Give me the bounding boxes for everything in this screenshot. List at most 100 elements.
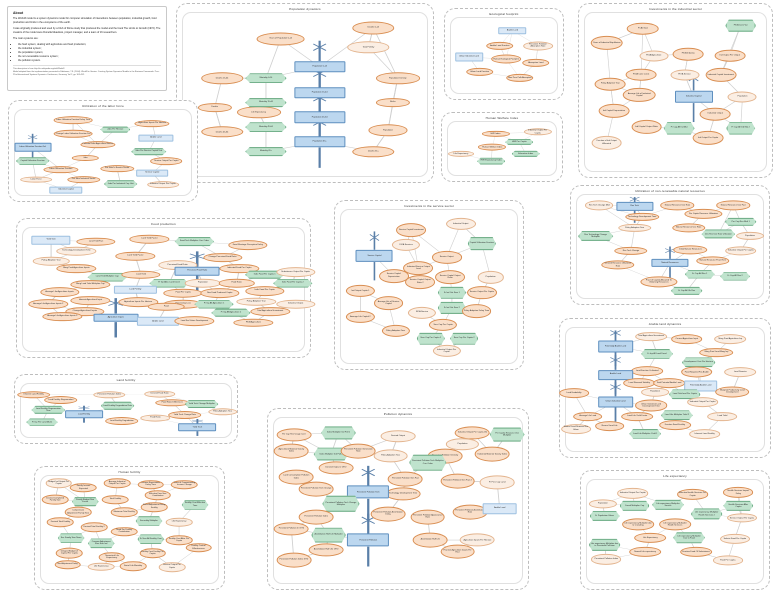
auxiliary-node[interactable]: Desired Output 2 1972 xyxy=(318,460,354,475)
auxiliary-node[interactable]: Technology Development Time xyxy=(56,247,97,256)
table-function-node[interactable]: Serv Cap Per Capita 2 xyxy=(450,332,479,345)
table-function-node[interactable]: Des Res Use Rate Utilization xyxy=(701,229,736,239)
auxiliary-node[interactable]: Total Fertility xyxy=(102,494,129,505)
auxiliary-node[interactable]: Industrial Output xyxy=(275,299,316,309)
table-function-node[interactable]: Life expectancy Multiplier due to Persis… xyxy=(588,538,621,552)
auxiliary-node[interactable]: Policy Adoption Year xyxy=(594,77,626,91)
table-function-node[interactable]: Land Fertility Degradation Rate xyxy=(100,401,135,410)
auxiliary-node[interactable]: Persistent Pollution Index xyxy=(93,390,125,399)
auxiliary-node[interactable]: Deaths xyxy=(197,102,232,113)
auxiliary-node[interactable]: Land Life Yield Factor xyxy=(621,411,654,422)
table-function-node[interactable]: Per Cap Res Mult 1 xyxy=(724,217,757,226)
auxiliary-node[interactable]: HWI Index xyxy=(481,130,510,137)
stock-node[interactable]: Labor Utilization Fraction Del xyxy=(14,143,52,152)
auxiliary-node[interactable]: Need For Fertility Contribution xyxy=(110,526,138,537)
auxiliary-node[interactable]: Land Consumption Pollution Index xyxy=(278,469,314,485)
table-function-node[interactable]: Fr Inp All Agriculture 1 xyxy=(194,299,234,309)
auxiliary-node[interactable]: Service Capital Output Ratio xyxy=(435,270,466,285)
auxiliary-node[interactable]: Service Output Per Capita xyxy=(150,157,183,165)
auxiliary-node[interactable]: Ind Output Capita 1 xyxy=(346,284,375,298)
auxiliary-node[interactable]: FIOA Cons Const xyxy=(625,68,657,81)
auxiliary-node[interactable]: Persistent Pollution Appearance Rate xyxy=(410,509,446,525)
auxiliary-node[interactable]: Delayed Budget of Capital Per Capita xyxy=(56,547,83,559)
auxiliary-node[interactable]: FIOA Service xyxy=(670,69,700,81)
auxiliary-node[interactable]: Jobs xyxy=(72,155,99,162)
panel-arable[interactable]: Arable land dynamics Total Agricultural … xyxy=(559,318,771,458)
table-function-node[interactable]: Fr Cap All Ind Mat 2 xyxy=(726,122,756,135)
auxiliary-node[interactable]: Assimilation Half Life 1970 xyxy=(308,543,344,557)
stock-node[interactable]: Population 0-14 xyxy=(294,61,346,73)
auxiliary-node[interactable]: Labor Utilization Fraction Delay Time xyxy=(53,116,93,125)
auxiliary-node[interactable]: Land Yield xyxy=(121,270,161,280)
auxiliary-node[interactable]: Human Welfare Index xyxy=(478,144,507,151)
auxiliary-node[interactable]: Food Ratio Differences xyxy=(155,398,189,407)
stock-node[interactable]: Land Fertility xyxy=(65,410,103,418)
auxiliary-node[interactable]: Persistent Pollution Index xyxy=(298,509,334,525)
auxiliary-node[interactable]: Population xyxy=(368,124,408,137)
auxiliary-node[interactable]: Life Expectancy xyxy=(448,150,474,157)
table-function-node[interactable]: Mortality 15-44 xyxy=(245,97,287,108)
auxiliary-node[interactable]: Fertility Cont Alloc Per Capita xyxy=(165,535,193,545)
auxiliary-node[interactable]: Natural Resource Use Rate xyxy=(660,200,695,210)
auxiliary-node[interactable]: Average Life Agriculture Inputs xyxy=(39,287,80,297)
table-function-node[interactable]: FIOA Cons Var xyxy=(725,19,757,32)
auxiliary-node[interactable]: Fertility Control Effectiveness xyxy=(185,542,212,553)
auxiliary-node[interactable]: Industrial Output Per Capita Val xyxy=(455,426,490,440)
auxiliary-node[interactable]: Years of Population 0-14 xyxy=(256,32,305,46)
auxiliary-node[interactable]: Serv Cap Per Capita xyxy=(429,318,458,331)
auxiliary-node[interactable]: Industrial Output Per Capita xyxy=(686,396,719,407)
auxiliary-node[interactable]: Deaths 15-44 xyxy=(201,72,243,84)
auxiliary-node[interactable]: Marg Prod Land Marg Inp xyxy=(699,347,734,358)
auxiliary-node[interactable]: Land Yield xyxy=(707,411,738,422)
stock-node[interactable]: Potentially Arable Land xyxy=(597,340,634,352)
panel-pollution[interactable]: Pollution dynamics Per Cap Res Usage Con… xyxy=(267,408,529,590)
auxiliary-node[interactable]: Births xyxy=(375,97,410,108)
auxiliary-node[interactable]: Effective Fam Size Contribution xyxy=(144,490,172,501)
auxiliary-node[interactable]: Ind Output Per Capita xyxy=(692,130,724,145)
auxiliary-node[interactable]: Food Per Capita xyxy=(163,288,203,298)
auxiliary-node[interactable]: Years of Compensating Income Change xyxy=(171,479,198,490)
table-function-node[interactable]: Assimilation Half Life Multiplier xyxy=(311,527,346,543)
auxiliary-node[interactable]: Marg Prod Agriculture Inp xyxy=(714,334,747,344)
table-function-node[interactable]: Fr Population Urban xyxy=(589,510,620,522)
auxiliary-node[interactable]: Normal Land Removal For Urban xyxy=(561,423,591,434)
auxiliary-node[interactable]: Technology Development Time xyxy=(385,487,421,501)
auxiliary-node[interactable]: Deaths 65+ xyxy=(352,145,395,158)
auxiliary-node[interactable]: Life expectancy Multiplier due to Crowdi… xyxy=(622,518,654,530)
auxiliary-node[interactable]: Population xyxy=(446,438,479,451)
auxiliary-node[interactable]: Subsistence Output Per Capita xyxy=(275,267,316,278)
auxiliary-node[interactable]: Persistent Pollution Tech Change xyxy=(298,481,334,497)
auxiliary-node[interactable]: Land Fraction Cultivated xyxy=(631,366,664,376)
auxiliary-node[interactable]: Desired Resource Utilization Rate xyxy=(601,260,635,270)
table-function-node[interactable]: Fr Cap All Res 2 xyxy=(720,272,750,281)
table-function-node[interactable]: Crowd Multiplier Cap xyxy=(619,500,650,511)
auxiliary-node[interactable]: Res Tech Change Mult xyxy=(585,200,614,210)
auxiliary-node[interactable]: Labor Force xyxy=(20,176,52,184)
stock-node[interactable]: Arable Land xyxy=(597,369,634,380)
auxiliary-node[interactable]: Budget Ind Output Per Capita xyxy=(45,478,72,489)
table-function-node[interactable]: Fr Ind Out Serv 1 xyxy=(437,286,466,299)
auxiliary-node[interactable]: Yield Tech Change Rate xyxy=(168,410,202,419)
table-function-node[interactable]: Fr Inp All Land Devel xyxy=(641,348,673,359)
auxiliary-node[interactable]: Policy Adoption Year xyxy=(617,223,652,233)
auxiliary-node[interactable]: Land For Urban Development xyxy=(174,316,215,327)
auxiliary-node[interactable]: Marg Prod Agriculture Inputs xyxy=(56,263,97,274)
auxiliary-node[interactable]: Total Agricultural Investment xyxy=(250,306,290,317)
auxiliary-node[interactable]: Arable Land Fraction xyxy=(485,41,514,50)
auxiliary-node[interactable]: Industrial Output Per Capita xyxy=(616,488,649,499)
auxiliary-node[interactable]: Deaths 0-14 xyxy=(352,21,395,35)
auxiliary-node[interactable]: Persistent Pollution In 1970 xyxy=(274,521,309,536)
auxiliary-node[interactable]: Life Expectancy xyxy=(634,532,667,543)
table-function-node[interactable]: Fecundity Multiplier xyxy=(135,516,163,526)
stock-node[interactable]: Arable Land xyxy=(498,27,527,35)
auxiliary-node[interactable]: FIOA Agriculture xyxy=(233,318,274,328)
stock-node[interactable]: Arable Land xyxy=(138,134,174,142)
auxiliary-node[interactable]: Natural Resource Use Rate xyxy=(671,223,706,233)
stock-node[interactable]: Res Tech xyxy=(616,202,654,211)
auxiliary-node[interactable]: Subsist Food Per Capita xyxy=(719,533,750,544)
auxiliary-node[interactable]: Change Labor Utilization Fraction Del xyxy=(53,129,93,139)
auxiliary-node[interactable]: Land Fertility Degradation xyxy=(105,417,139,426)
